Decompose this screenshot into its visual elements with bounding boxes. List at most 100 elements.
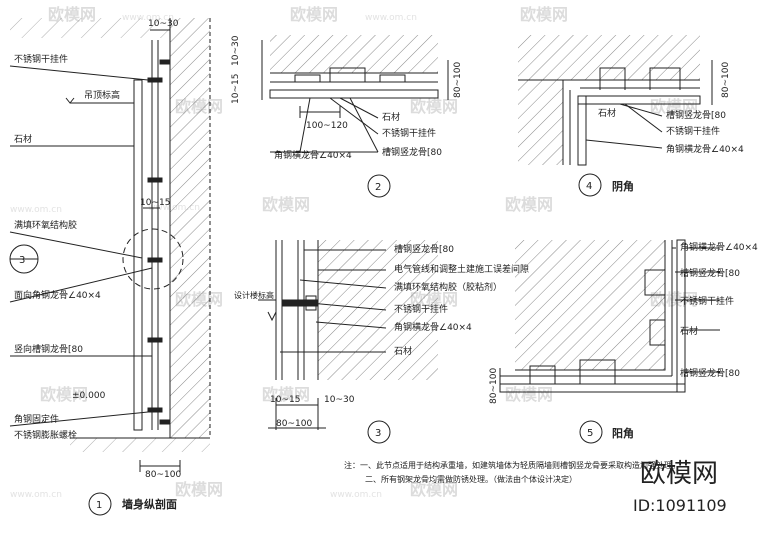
d1-label-anchor: 不锈钢膨胀螺栓 bbox=[14, 429, 77, 441]
d5-title: 阳角 bbox=[612, 426, 634, 440]
d5-label-angle: 角钢横龙骨∠40×4 bbox=[680, 241, 758, 253]
d5-label-hanger: 不锈钢干挂件 bbox=[680, 295, 734, 307]
d5-label-channel-2: 槽钢竖龙骨[80 bbox=[680, 367, 740, 379]
d5-stone-v bbox=[676, 239, 686, 393]
d4-label-angle: 角钢横龙骨∠40×4 bbox=[666, 143, 744, 155]
d3-label-angle: 角钢横龙骨∠40×4 bbox=[394, 321, 472, 333]
d1-dim-bottom: 80~100 bbox=[145, 470, 181, 480]
d1-label-level: ±0.000 bbox=[72, 391, 106, 401]
floor-hatch bbox=[70, 438, 210, 452]
d5-bracket-4 bbox=[649, 319, 665, 346]
d5-dim-left: 80~100 bbox=[489, 368, 499, 404]
d2-dim-v2: 10~15 bbox=[231, 74, 241, 104]
d4-dim-right: 80~100 bbox=[721, 62, 731, 98]
d4-stone-v bbox=[577, 95, 587, 166]
detail-2-labels: 10~30 10~15 100~120 80~100 石材 不锈钢干挂件 槽钢竖… bbox=[231, 35, 463, 193]
leader-hanger bbox=[9, 65, 149, 81]
wall-hatch bbox=[170, 18, 210, 438]
d2-label-hanger: 不锈钢干挂件 bbox=[382, 127, 436, 139]
watermark-logo-14: 欧模网 bbox=[505, 385, 553, 404]
d2-channel bbox=[329, 67, 366, 82]
detail-1-wall-section bbox=[9, 18, 211, 516]
d2-dim-right-label: 80~100 bbox=[453, 62, 463, 98]
d2-label-stone: 石材 bbox=[382, 111, 400, 123]
d5-bracket-1 bbox=[529, 365, 556, 384]
d2-number: 2 bbox=[375, 182, 381, 193]
d5-label-channel: 槽钢竖龙骨[80 bbox=[680, 267, 740, 279]
detail-5 bbox=[499, 239, 720, 444]
d4-bracket-2 bbox=[649, 67, 681, 90]
callout-circle bbox=[122, 228, 184, 290]
watermark-logo-6: 欧模网 bbox=[650, 97, 698, 116]
d4-bracket-1 bbox=[599, 67, 626, 90]
detail-4-labels: 80~100 石材 槽钢竖龙骨[80 不锈钢干挂件 角钢横龙骨∠40×4 4 阴… bbox=[586, 62, 744, 193]
d4-left-hatch bbox=[518, 80, 563, 165]
detail-3 bbox=[258, 240, 438, 444]
top-slab-hatch bbox=[10, 18, 170, 38]
ceiling-level-mark bbox=[65, 97, 75, 104]
d2-dim-h-label: 100~120 bbox=[306, 121, 348, 131]
d5-bracket-3 bbox=[644, 269, 665, 296]
watermark-url-6: www.om.cn bbox=[330, 490, 382, 500]
d2-wall-hatch bbox=[270, 35, 438, 73]
d5-wall-hatch bbox=[515, 240, 665, 370]
watermark-url-5: www.om.cn bbox=[10, 490, 62, 500]
note-line-1: 注：一、此节点适用于结构承重墙，如建筑墙体为轻质隔墙则槽钢竖龙骨要采取构造加强处… bbox=[344, 460, 680, 470]
stone-panel bbox=[133, 79, 143, 431]
detail-2 bbox=[261, 35, 449, 198]
detail-5-labels: 80~100 角钢横龙骨∠40×4 槽钢竖龙骨[80 不锈钢干挂件 石材 槽钢竖… bbox=[489, 241, 758, 440]
watermark-url-2: www.om.cn bbox=[365, 13, 417, 23]
notes: 注：一、此节点适用于结构承重墙，如建筑墙体为轻质隔墙则槽钢竖龙骨要采取构造加强处… bbox=[344, 460, 680, 484]
d4-label-channel: 槽钢竖龙骨[80 bbox=[666, 109, 726, 121]
d4-label-hanger: 不锈钢干挂件 bbox=[666, 125, 720, 137]
note-line-2: 二、所有钢架龙骨均需做防锈处理。（做法由个体设计决定） bbox=[365, 474, 577, 484]
watermark-logo-15: 欧模网 bbox=[175, 480, 223, 499]
leader-epoxy bbox=[9, 231, 143, 259]
leader-angle bbox=[9, 267, 153, 303]
d4-top-hatch bbox=[518, 35, 700, 80]
detail-4-number-circle bbox=[578, 173, 602, 197]
detail-1-number-circle bbox=[88, 492, 112, 516]
watermark-logo-16: 欧模网 bbox=[410, 480, 458, 499]
d2-label-angle: 角钢横龙骨∠40×4 bbox=[274, 149, 352, 161]
detail-5-number-circle bbox=[579, 420, 603, 444]
detail-1-labels: 10~30 10~15 80~100 不锈钢干挂件 吊顶标高 石材 满填环氧结构… bbox=[14, 19, 181, 511]
d3-number: 3 bbox=[375, 428, 381, 439]
d2-bracket-1 bbox=[294, 74, 321, 82]
d3-label-hanger: 不锈钢干挂件 bbox=[394, 303, 448, 315]
d3-bracket bbox=[305, 295, 317, 311]
d2-bracket-2 bbox=[379, 74, 406, 82]
watermark-url-4: www.om.cn bbox=[10, 205, 62, 215]
d2-leader-stone bbox=[339, 97, 379, 119]
watermark-logo-5: 欧模网 bbox=[410, 97, 458, 116]
d3-dim-c: 80~100 bbox=[276, 419, 312, 429]
d3-label-pipe: 电气管线和调整土建施工误差间隙 bbox=[394, 263, 529, 275]
watermark-logo-2: 欧模网 bbox=[290, 5, 338, 24]
d3-label-channel: 槽钢竖龙骨[80 bbox=[394, 243, 454, 255]
d5-number: 5 bbox=[587, 428, 593, 439]
d1-callout-number: 3 bbox=[19, 255, 25, 266]
d3-label-stone: 石材 bbox=[394, 345, 412, 357]
d4-label-stone: 石材 bbox=[598, 107, 616, 119]
detail-2-number-circle bbox=[367, 174, 391, 198]
d1-label-angle: 面向角钢龙骨∠40×4 bbox=[14, 289, 101, 301]
watermark-logo-13: 欧模网 bbox=[262, 385, 310, 404]
d3-dim-b: 10~30 bbox=[324, 395, 355, 405]
d3-wall-hatch bbox=[318, 240, 438, 380]
leader-fixer bbox=[9, 411, 149, 427]
d3-hanger bbox=[281, 299, 319, 307]
watermark-logo-12: 欧模网 bbox=[40, 385, 88, 404]
d3-dim-a: 10~15 bbox=[270, 395, 300, 405]
d5-bracket-2 bbox=[579, 359, 616, 384]
d1-dim-mid: 10~15 bbox=[140, 198, 170, 208]
anchors bbox=[147, 59, 171, 425]
d5-wall-face bbox=[515, 240, 666, 371]
d1-number: 1 bbox=[96, 500, 102, 511]
detail-3-number-circle bbox=[367, 420, 391, 444]
d1-label-stone: 石材 bbox=[14, 133, 32, 145]
d1-label-epoxy: 满填环氧结构胶 bbox=[14, 219, 77, 231]
detail-3-labels: 设计楼标高 槽钢竖龙骨[80 电气管线和调整土建施工误差间隙 满填环氧结构胶（胶… bbox=[234, 243, 529, 439]
d1-label-ceiling: 吊顶标高 bbox=[84, 89, 120, 101]
d4-number: 4 bbox=[586, 181, 592, 192]
